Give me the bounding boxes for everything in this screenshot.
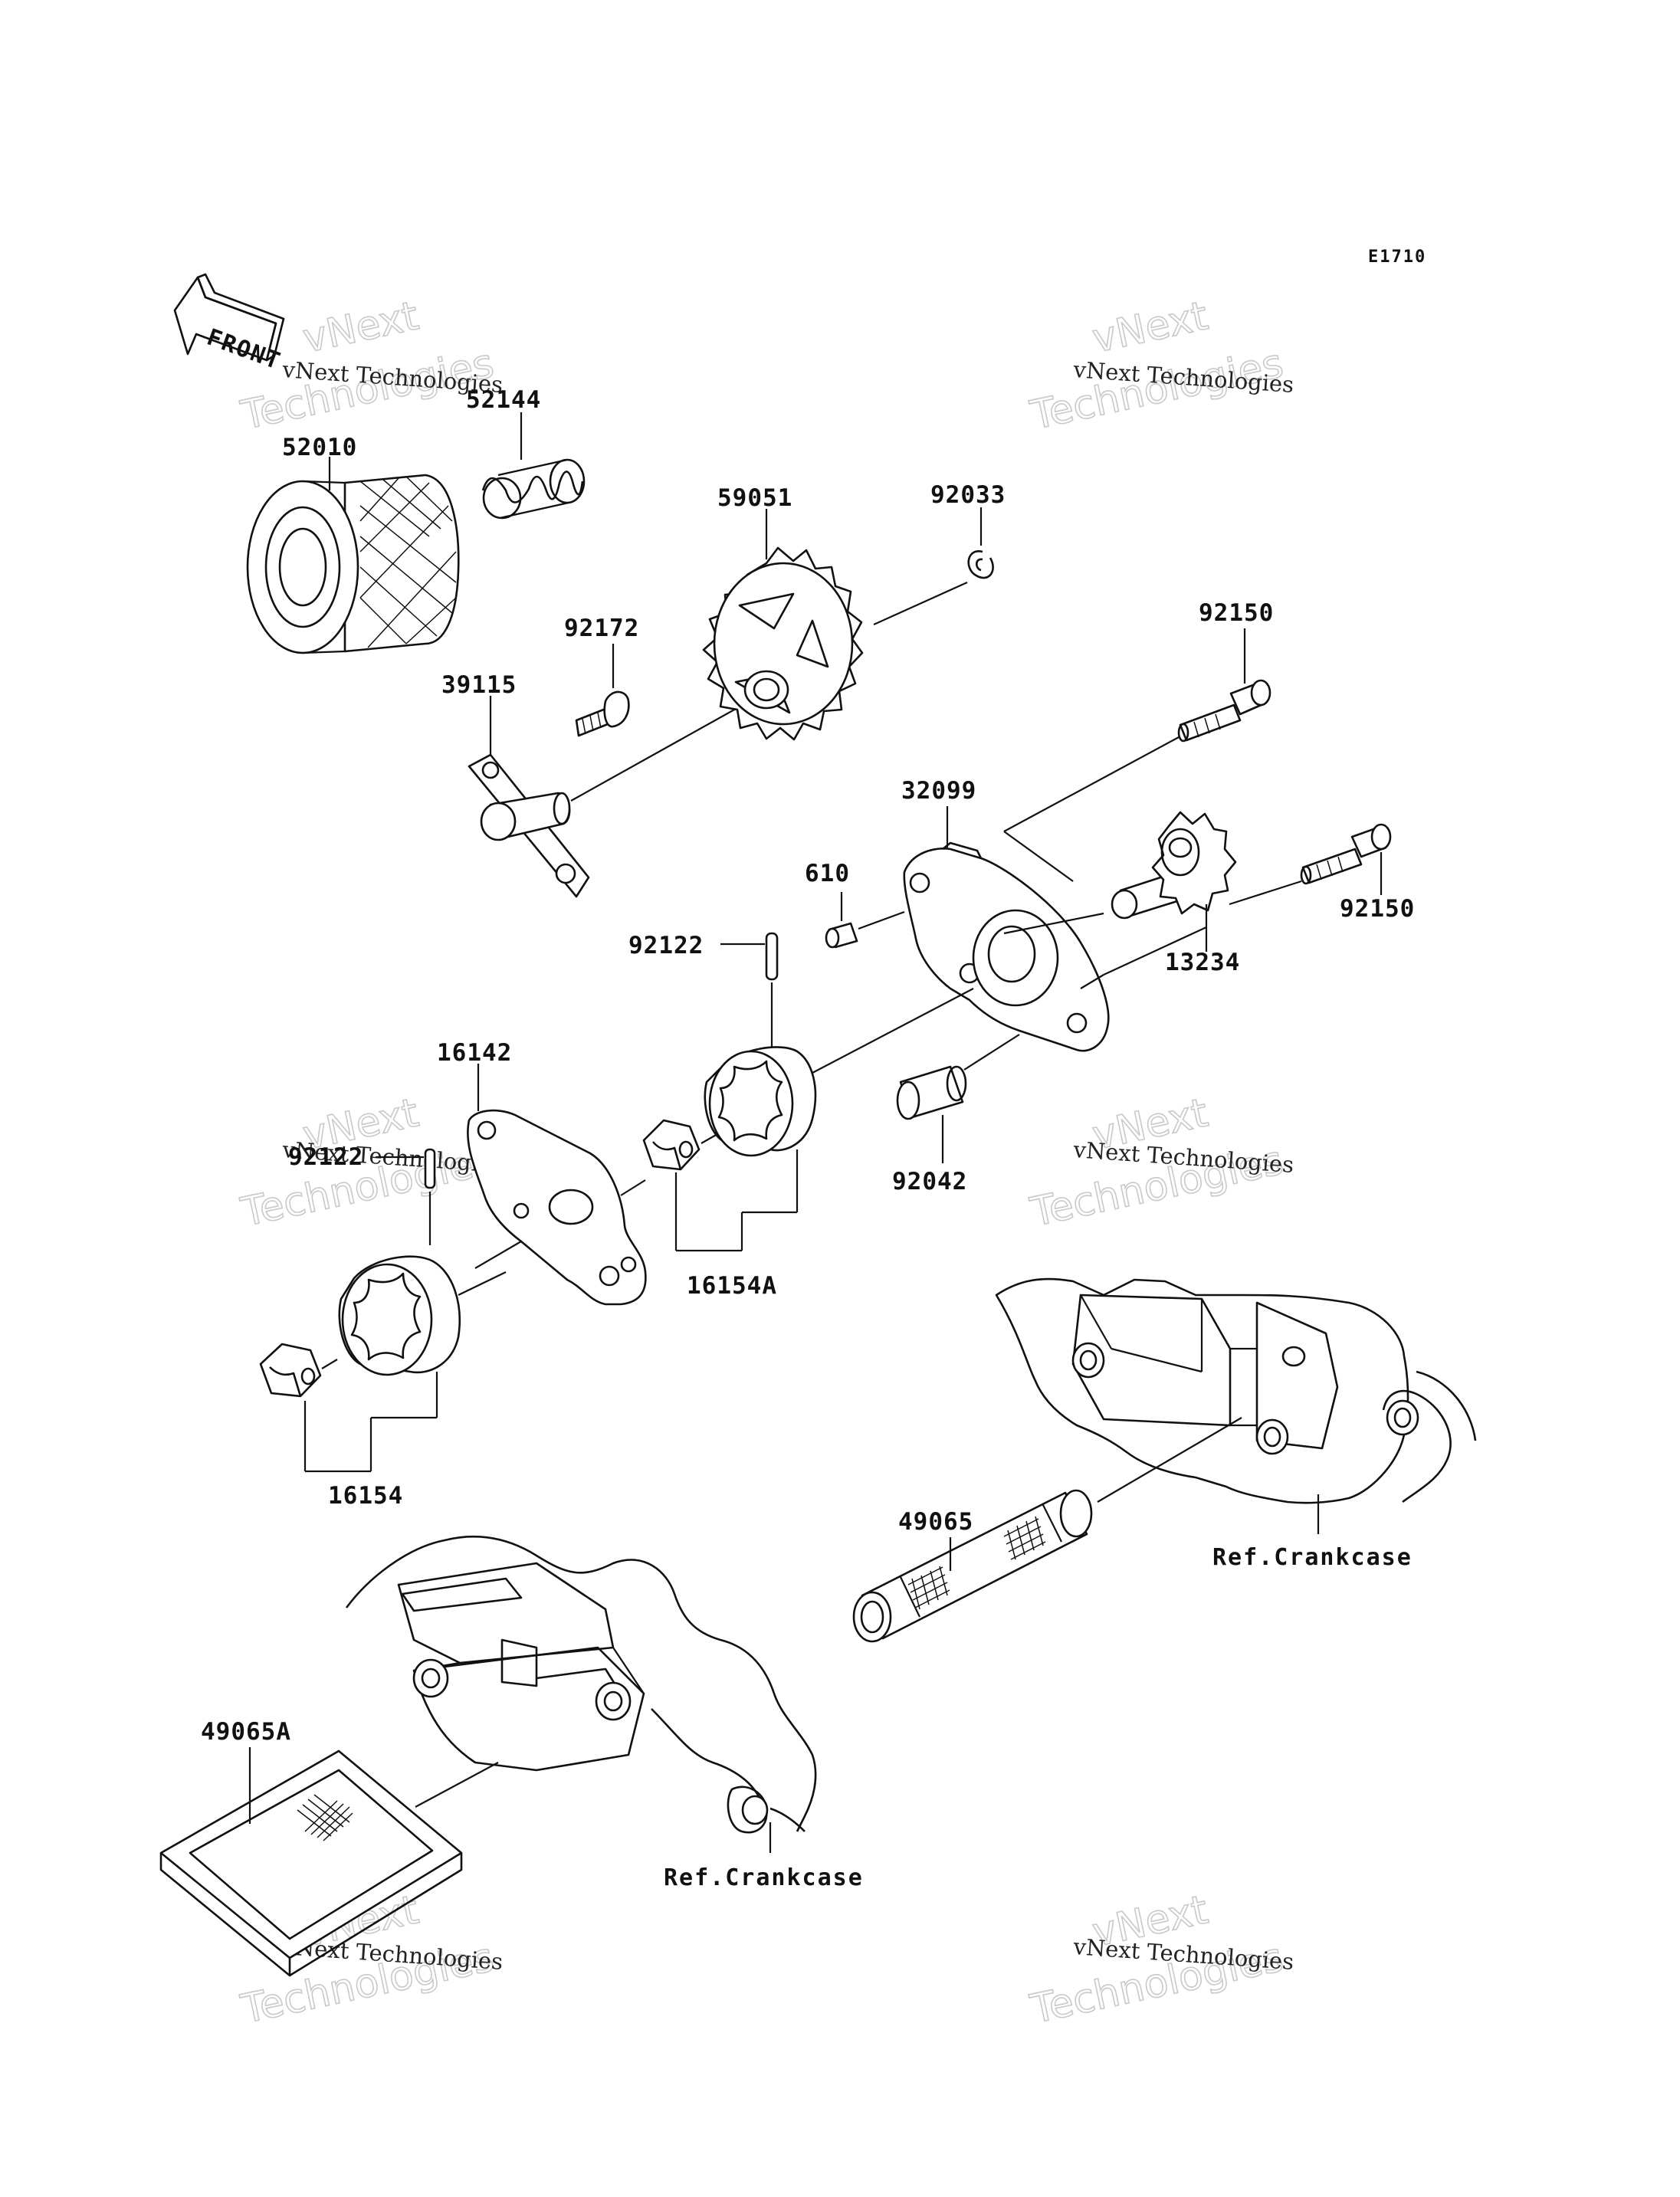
cover-plate-16142 — [467, 1109, 647, 1306]
axis-92150-right — [1229, 880, 1302, 906]
watermark-bottom-right: vNext Technologies vNext Technologies — [1025, 1887, 1294, 2034]
label-92122-upper: 92122 — [628, 932, 704, 959]
label-49065A: 49065A — [201, 1718, 291, 1746]
pin-610 — [825, 922, 858, 949]
axis-16142-b — [474, 1241, 522, 1269]
strainer-screen-49065A — [159, 1749, 463, 1977]
axis-13234-b — [1103, 926, 1207, 976]
label-610: 610 — [805, 860, 850, 887]
pin-92122-upper — [765, 932, 779, 981]
label-32099: 32099 — [901, 777, 976, 805]
watermark-mid-left: vNext Technologies vNext Technologies — [236, 1090, 504, 1237]
axis-16154A-inner — [701, 1133, 718, 1144]
watermark-mid-right: vNext Technologies vNext Technologies — [1025, 1090, 1294, 1237]
ref-crankcase-right: Ref.Crankcase — [1212, 1544, 1413, 1571]
sprocket-59051 — [702, 546, 864, 741]
label-52010: 52010 — [282, 434, 357, 461]
axis-92150-upper — [1003, 736, 1180, 832]
spring-52144 — [481, 458, 586, 520]
axis-92042 — [963, 1034, 1020, 1071]
axis-16154A-pump — [812, 988, 974, 1074]
watermark-big-line1: vNext — [299, 293, 422, 362]
axis-610 — [858, 910, 905, 930]
outer-rotor-16154A — [704, 1046, 817, 1157]
screw-92172 — [575, 690, 630, 737]
label-92122-lower: 92122 — [288, 1143, 363, 1171]
shaft-holder-39115 — [468, 753, 590, 898]
axis-92033-sprocket — [873, 581, 968, 626]
oil-filter-52010 — [246, 474, 460, 654]
label-92033: 92033 — [930, 481, 1006, 509]
label-16154: 16154 — [328, 1482, 403, 1510]
axis-16154-inner — [321, 1359, 338, 1369]
label-49065: 49065 — [898, 1508, 973, 1536]
label-16142: 16142 — [437, 1039, 512, 1067]
label-16154A: 16154A — [687, 1272, 777, 1300]
axis-49065 — [1097, 1417, 1242, 1503]
axis-16154 — [458, 1271, 507, 1296]
watermark-big-line1: vNext — [1088, 293, 1212, 362]
pin-92122-lower — [424, 1148, 436, 1189]
label-52144: 52144 — [466, 386, 541, 414]
crankcase-right — [995, 1277, 1477, 1504]
strainer-pipe-49065 — [852, 1489, 1093, 1643]
label-59051: 59051 — [717, 484, 792, 512]
pump-shaft-13234 — [1111, 811, 1237, 920]
axis-13234-c — [1080, 974, 1104, 989]
label-92172: 92172 — [564, 615, 639, 642]
label-92150-right: 92150 — [1340, 895, 1415, 923]
dowel-92042 — [896, 1065, 967, 1120]
front-arrow-icon: FRONT — [173, 273, 284, 375]
bolt-92150-upper — [1177, 679, 1271, 743]
crankcase-left — [345, 1535, 817, 1834]
axis-16142 — [620, 1179, 646, 1196]
label-13234: 13234 — [1165, 949, 1240, 976]
label-92150-upper: 92150 — [1199, 599, 1274, 627]
axis-92150-upper-b — [1003, 831, 1074, 882]
axis-39115-sprocket — [570, 708, 737, 802]
diagram-code: E1710 — [1368, 248, 1426, 267]
label-39115: 39115 — [441, 671, 517, 699]
pump-body-32099 — [903, 841, 1110, 1052]
circlip-92033 — [967, 550, 994, 579]
bolt-92150-right — [1300, 823, 1392, 885]
axis-49065A — [415, 1762, 499, 1808]
label-92042: 92042 — [892, 1168, 967, 1195]
watermark-top-right: vNext Technologies vNext Technologies — [1025, 293, 1294, 440]
outer-rotor-16154 — [338, 1255, 461, 1376]
inner-rotor-16154A — [642, 1119, 701, 1171]
axis-13234 — [1003, 912, 1104, 935]
inner-rotor-16154 — [259, 1343, 322, 1398]
ref-crankcase-left: Ref.Crankcase — [664, 1864, 864, 1891]
